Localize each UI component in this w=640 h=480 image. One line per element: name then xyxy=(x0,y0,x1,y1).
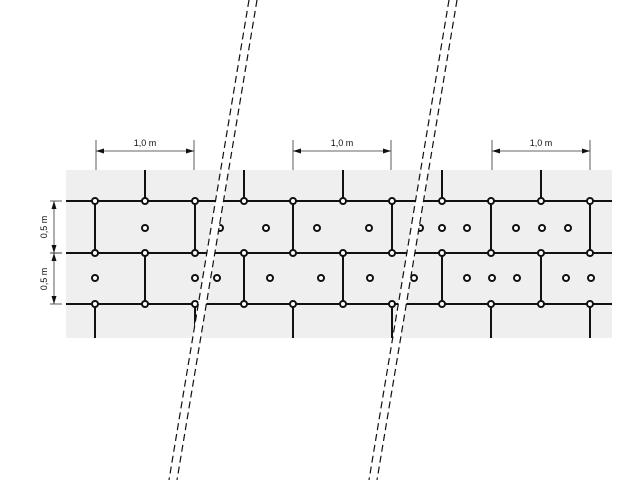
anchor-point xyxy=(463,224,471,232)
arrowhead xyxy=(293,148,301,154)
anchor-point xyxy=(289,249,297,257)
anchor-point xyxy=(586,197,594,205)
anchor-point xyxy=(191,197,199,205)
anchor-point xyxy=(410,274,418,282)
anchor-point xyxy=(191,300,199,308)
anchor-point xyxy=(313,224,321,232)
anchor-point xyxy=(366,274,374,282)
break-band xyxy=(169,0,257,480)
dimension-label-3: 1,0 m xyxy=(530,138,553,148)
anchor-point xyxy=(240,249,248,257)
dimension-label-v2: 0,5 m xyxy=(39,268,49,291)
anchor-point xyxy=(586,249,594,257)
anchor-point xyxy=(388,249,396,257)
anchor-point xyxy=(339,249,347,257)
break-line-dashed xyxy=(368,0,450,480)
anchor-point xyxy=(487,300,495,308)
arrowhead xyxy=(492,148,500,154)
dimension-label-2: 1,0 m xyxy=(331,138,354,148)
arrowhead xyxy=(51,253,57,261)
break-lines xyxy=(168,0,458,480)
anchor-point xyxy=(141,197,149,205)
anchor-point xyxy=(339,300,347,308)
anchor-point xyxy=(586,300,594,308)
break-line-dashed xyxy=(376,0,458,480)
anchor-point xyxy=(317,274,325,282)
anchor-point xyxy=(438,197,446,205)
dimensions xyxy=(50,140,591,305)
arrowhead xyxy=(51,245,57,253)
anchor-point xyxy=(487,249,495,257)
dimension-label-v1: 0,5 m xyxy=(39,216,49,239)
arrowhead xyxy=(186,148,194,154)
arrowhead xyxy=(51,296,57,304)
anchor-point xyxy=(388,197,396,205)
anchor-point xyxy=(213,274,221,282)
arrowhead xyxy=(383,148,391,154)
anchor-point xyxy=(512,224,520,232)
anchor-point xyxy=(141,249,149,257)
anchor-point xyxy=(266,274,274,282)
anchor-point xyxy=(289,197,297,205)
nodes xyxy=(91,197,595,308)
anchor-point xyxy=(141,300,149,308)
arrowhead xyxy=(96,148,104,154)
anchor-point xyxy=(537,197,545,205)
anchor-point xyxy=(438,300,446,308)
anchor-point xyxy=(463,274,471,282)
anchor-point xyxy=(91,249,99,257)
anchor-point xyxy=(438,224,446,232)
dimension-label-1: 1,0 m xyxy=(134,138,157,148)
anchor-point xyxy=(487,197,495,205)
anchor-point xyxy=(289,300,297,308)
anchor-point xyxy=(339,197,347,205)
anchor-point xyxy=(91,300,99,308)
anchor-point xyxy=(564,224,572,232)
arrowhead xyxy=(582,148,590,154)
break-line-dashed xyxy=(168,0,250,480)
break-band xyxy=(369,0,457,480)
anchor-point xyxy=(141,224,149,232)
anchor-point xyxy=(587,274,595,282)
anchor-point xyxy=(562,274,570,282)
anchor-point xyxy=(91,274,99,282)
arrowhead xyxy=(51,201,57,209)
anchor-point xyxy=(365,224,373,232)
anchor-point xyxy=(537,249,545,257)
anchor-point xyxy=(488,274,496,282)
anchor-point xyxy=(240,197,248,205)
break-line-dashed xyxy=(176,0,258,480)
anchor-point xyxy=(438,249,446,257)
anchor-point xyxy=(513,274,521,282)
anchor-point xyxy=(538,224,546,232)
anchor-point xyxy=(388,300,396,308)
anchor-point xyxy=(537,300,545,308)
anchor-point xyxy=(191,274,199,282)
anchor-point xyxy=(191,249,199,257)
anchor-point xyxy=(262,224,270,232)
anchor-point xyxy=(240,300,248,308)
anchor-point xyxy=(91,197,99,205)
